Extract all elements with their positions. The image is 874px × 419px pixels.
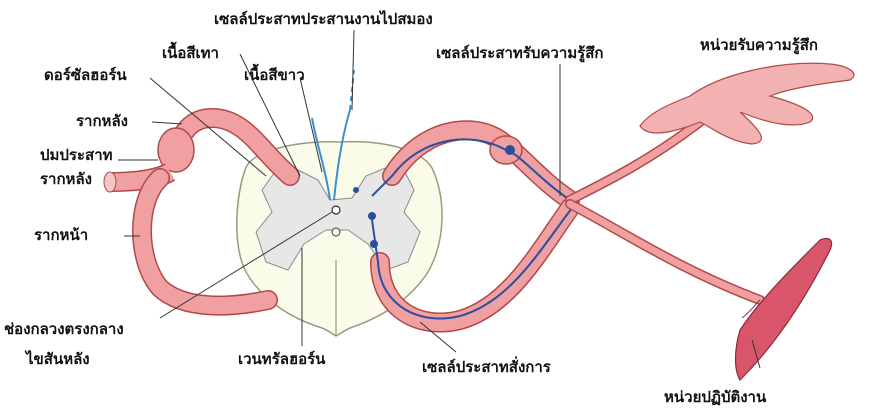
receptor-skin [640,63,854,144]
label-ganglion-line2: รากหลัง [40,170,92,188]
label-ventral-horn: เวนทรัลฮอร์น [238,350,325,368]
central-canal [332,206,340,214]
label-dorsal-horn: ดอร์ซัลฮอร์น [44,66,127,84]
label-interneuron: เซลล์ประสาทประสานงานไปสมอง [214,10,433,28]
label-effector: หน่วยปฏิบัติงาน [664,388,766,406]
ventral-canal-dot [332,228,340,236]
effector-muscle [736,238,832,380]
label-ganglion-line1: ปมประสาท [40,146,113,164]
label-dorsal-root: รากหลัง [76,112,128,130]
label-central-canal: ช่องกลวงตรงกลาง [4,320,124,338]
label-ventral-root: รากหน้า [34,226,88,244]
label-receptor: หน่วยรับความรู้สึก [700,36,818,54]
label-sensory-neuron: เซลล์ประสาทรับความรู้สึก [436,44,603,62]
label-gray-matter: เนื้อสีเทา [162,44,219,62]
label-spinal-cord: ไขสันหลัง [26,350,90,368]
label-white-matter: เนื้อสีขาว [244,66,305,84]
label-motor-neuron: เซลล์ประสาทสั่งการ [422,358,551,376]
